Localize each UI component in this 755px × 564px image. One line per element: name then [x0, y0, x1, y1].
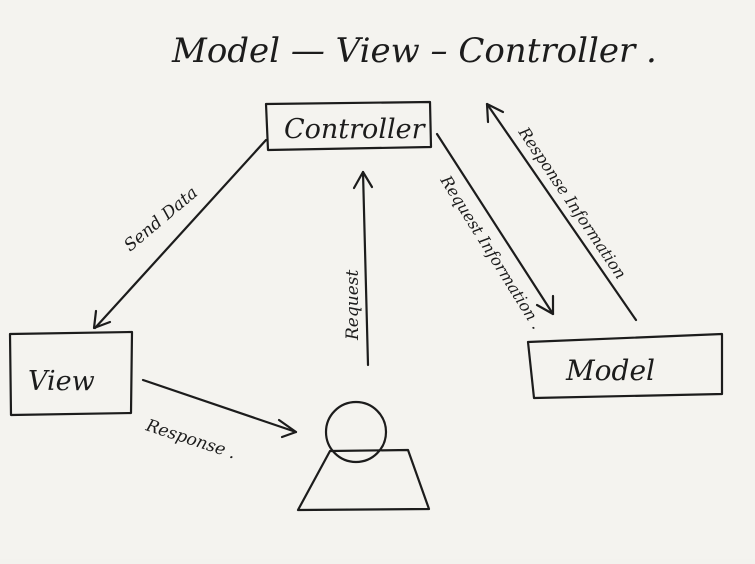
response-information-label: Response Information	[514, 123, 630, 283]
response-label: Response .	[143, 415, 239, 463]
controller-label: Controller	[284, 114, 427, 145]
user-icon	[296, 400, 431, 512]
response-information-line	[485, 102, 638, 322]
model-box	[526, 332, 724, 400]
request-information-arrowhead	[535, 294, 555, 316]
send-data-label: Send Data	[120, 183, 202, 256]
diagram-title: Model — View – Controller .	[171, 31, 657, 71]
view-box	[8, 330, 134, 417]
send-data-line	[93, 138, 268, 330]
request-arrowhead	[352, 170, 374, 190]
edge-response: Response .	[141, 378, 298, 464]
controller-node: Controller	[264, 100, 433, 152]
request-line	[361, 170, 370, 367]
send-data-arrowhead	[92, 309, 112, 330]
view-node: View	[8, 330, 134, 417]
user-body	[296, 448, 431, 512]
request-information-label: Request Information .	[436, 171, 547, 332]
request-information-line	[435, 132, 555, 316]
request-label: Request	[343, 270, 363, 341]
model-node: Model	[526, 332, 724, 400]
model-label: Model	[565, 354, 655, 387]
view-label: View	[28, 366, 95, 397]
edge-send-data: Send Data	[92, 138, 268, 330]
edge-request: Request	[343, 170, 374, 367]
response-information-arrowhead	[485, 102, 505, 124]
user-head	[324, 400, 388, 464]
response-arrowhead	[277, 418, 298, 439]
controller-box	[264, 100, 433, 152]
response-line	[141, 378, 298, 434]
